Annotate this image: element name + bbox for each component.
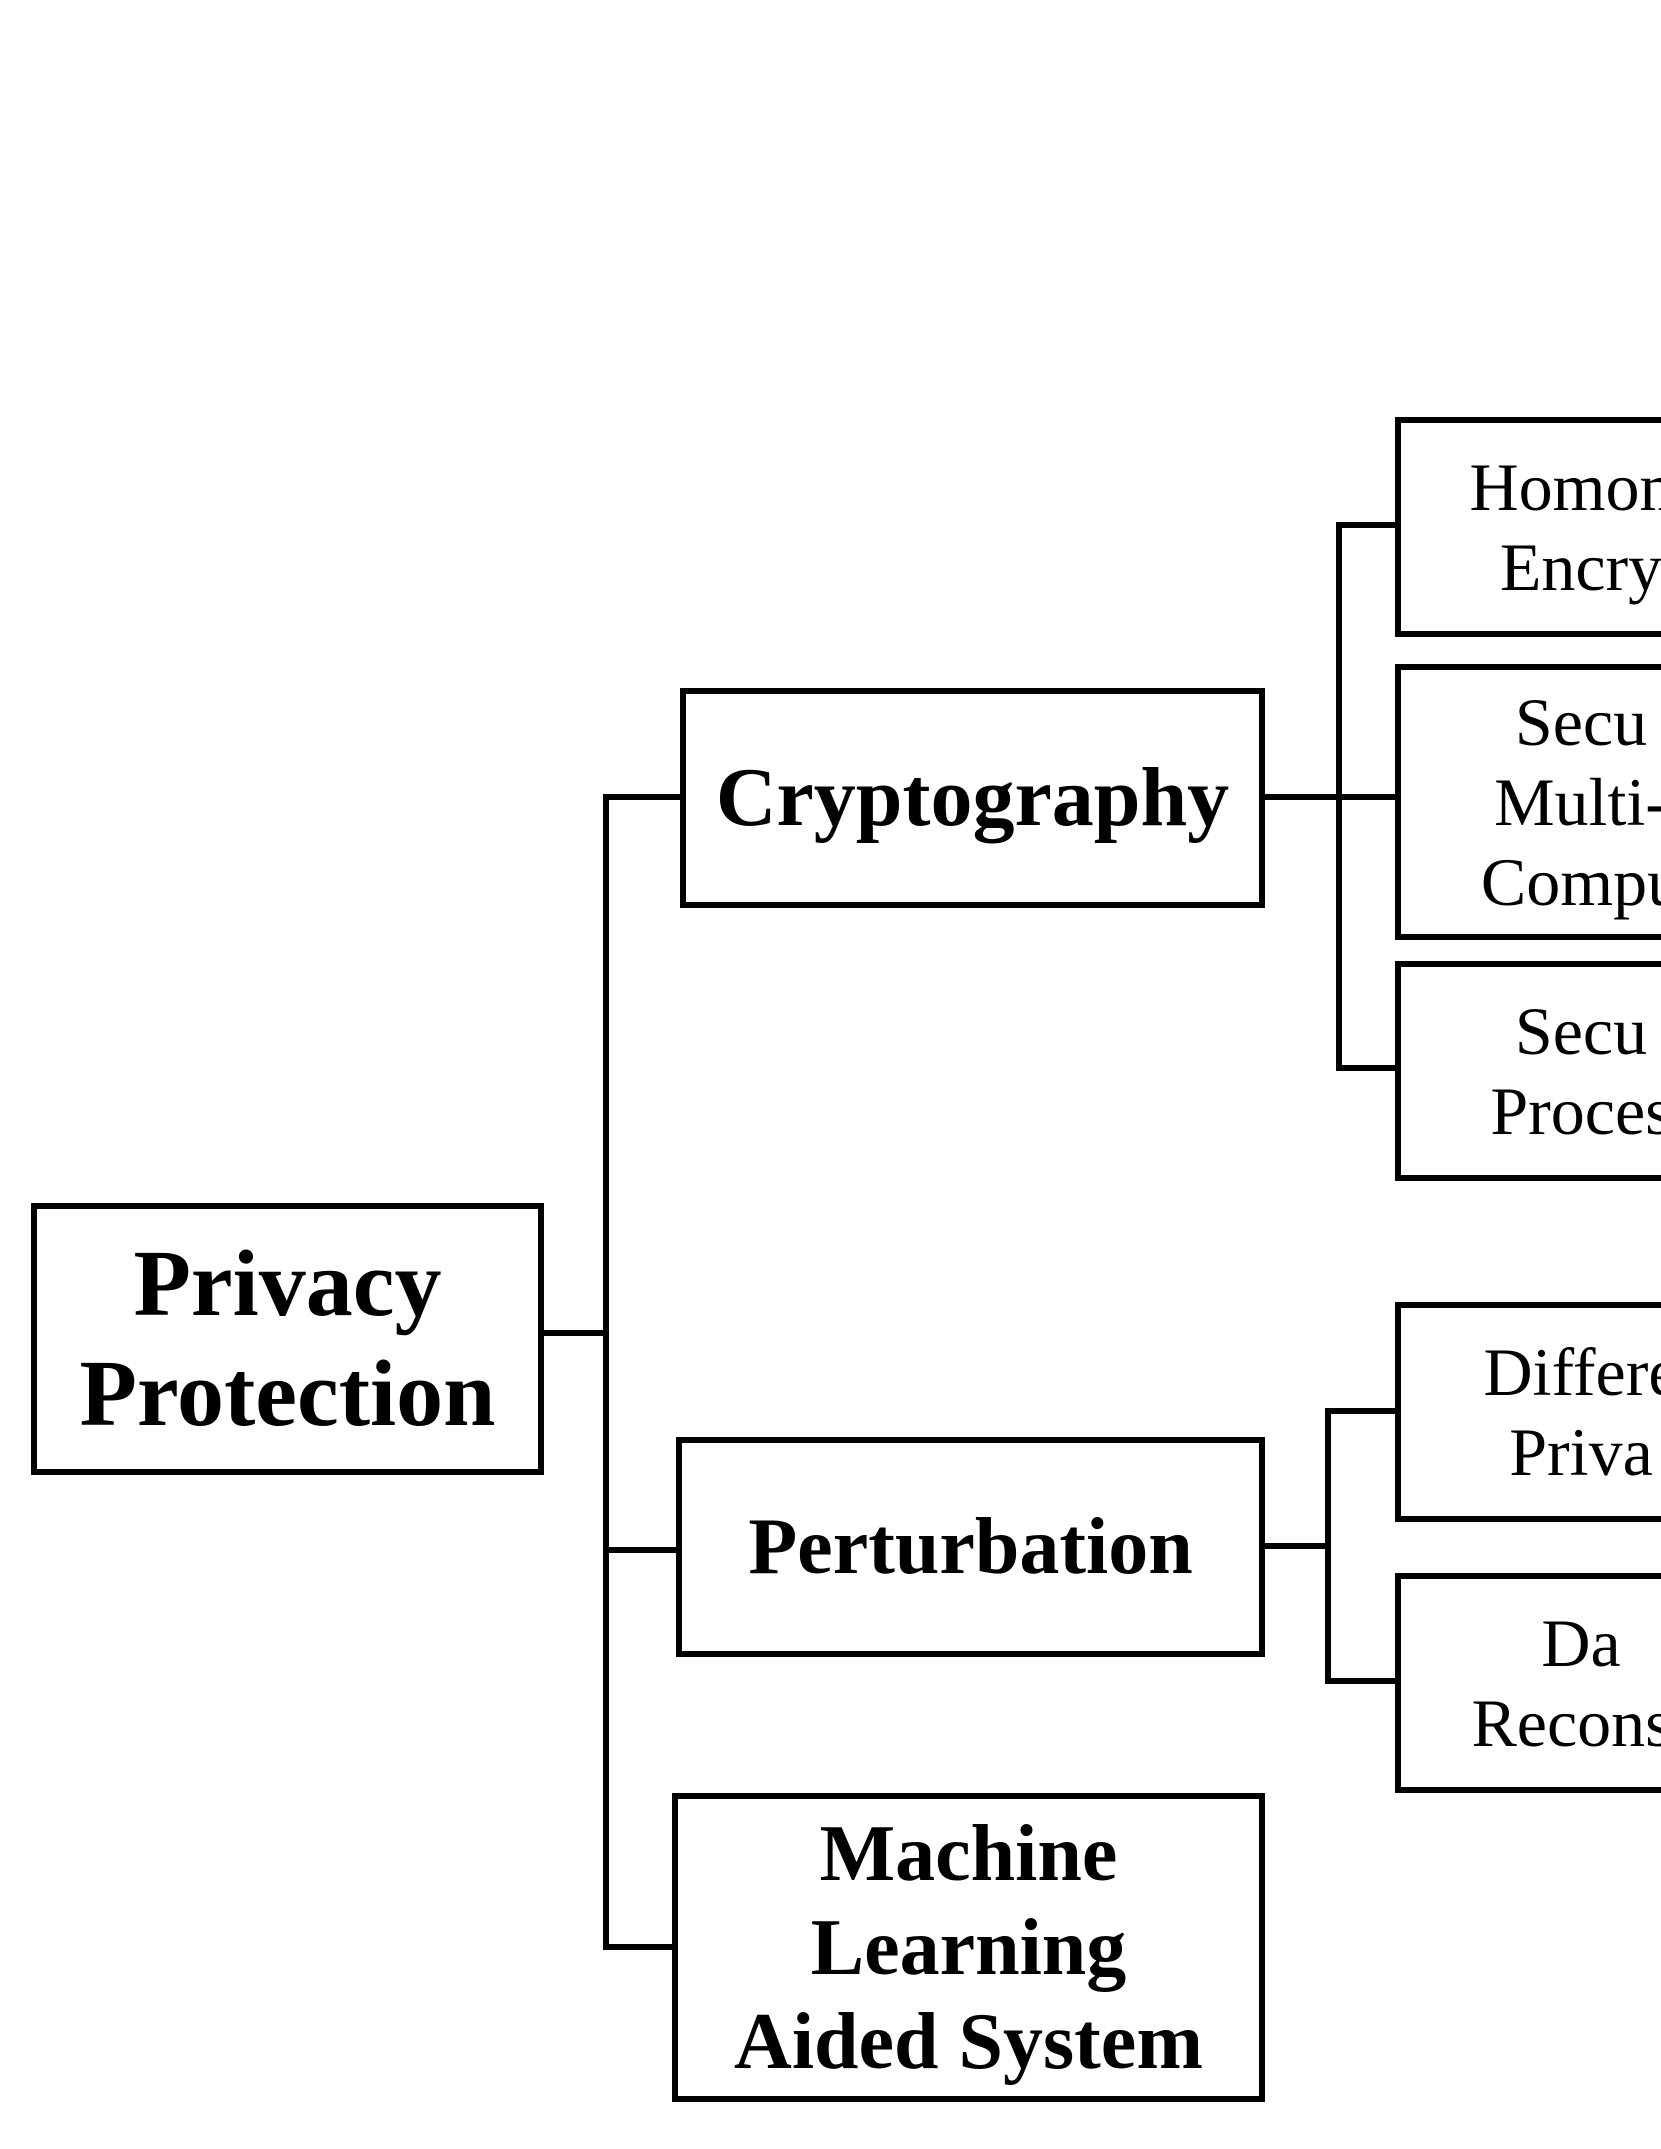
leaf-node-homomorphic-encryption: Homom Encry <box>1395 417 1661 637</box>
category-node-ml-aided-system: Machine Learning Aided System <box>672 1793 1265 2102</box>
leaf-node-label: Da Reconst <box>1471 1605 1661 1761</box>
leaf-node-secure-multiparty-computation: Secu Multi- Compu <box>1395 664 1661 940</box>
category-node-cryptography: Cryptography <box>680 688 1265 908</box>
category-node-label: Perturbation <box>748 1503 1193 1591</box>
root-node-label: Privacy Protection <box>79 1232 496 1446</box>
leaf-node-data-reconstruction: Da Reconst <box>1395 1573 1661 1793</box>
category-node-label: Cryptography <box>715 751 1230 844</box>
category-node-label: Machine Learning Aided System <box>734 1809 1203 2086</box>
leaf-node-secure-processor: Secu Proces <box>1395 961 1661 1181</box>
root-node-privacy-protection: Privacy Protection <box>31 1203 544 1475</box>
category-node-perturbation: Perturbation <box>676 1437 1265 1657</box>
leaf-node-label: Differe Priva <box>1483 1334 1661 1490</box>
leaf-node-label: Secu Proces <box>1490 993 1661 1149</box>
leaf-node-differential-privacy: Differe Priva <box>1395 1302 1661 1522</box>
leaf-node-label: Secu Multi- Compu <box>1480 684 1661 920</box>
leaf-node-label: Homom Encry <box>1469 449 1661 605</box>
